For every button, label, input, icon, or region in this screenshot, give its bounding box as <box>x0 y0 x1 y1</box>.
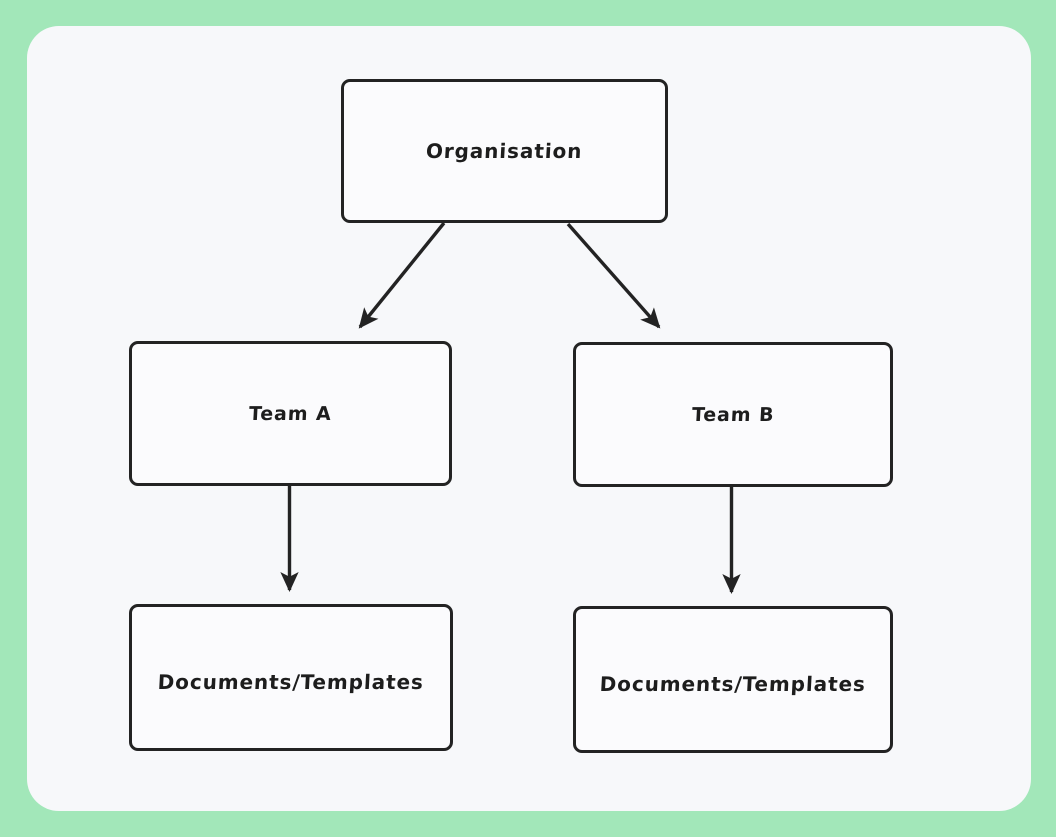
node-documents-templates-b-label: Documents/Templates <box>599 671 867 696</box>
node-documents-templates-a-label: Documents/Templates <box>157 669 425 694</box>
node-team-b-label: Team B <box>691 403 775 426</box>
node-team-a[interactable]: Team A <box>129 341 452 486</box>
node-team-b[interactable]: Team B <box>573 342 893 487</box>
node-organisation-label: Organisation <box>425 139 584 163</box>
node-documents-templates-b[interactable]: Documents/Templates <box>573 606 893 753</box>
node-team-a-label: Team A <box>248 402 333 425</box>
node-documents-templates-a[interactable]: Documents/Templates <box>129 604 453 751</box>
node-organisation[interactable]: Organisation <box>341 79 668 223</box>
